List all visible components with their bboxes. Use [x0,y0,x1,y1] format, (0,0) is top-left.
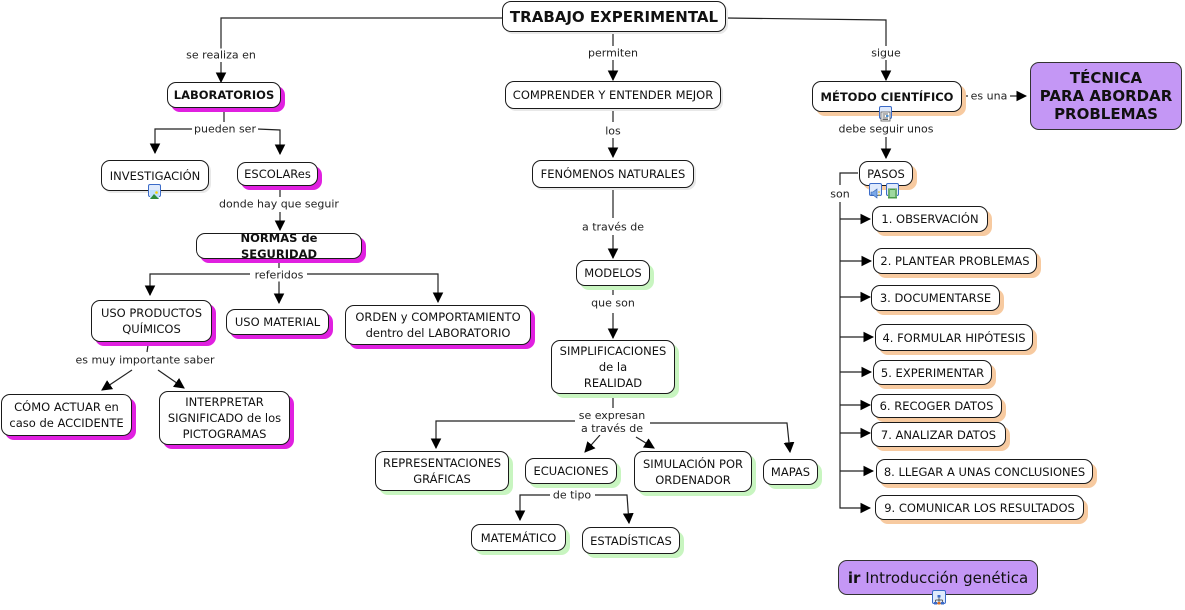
node-comprender[interactable]: COMPRENDER Y ENTENDER MEJOR [505,81,721,109]
image-icon[interactable] [148,184,161,199]
node-simplificaciones[interactable]: SIMPLIFICACIONES de la REALIDAD [551,340,675,394]
link-permiten: permiten [586,46,640,60]
node-simulacion-ordenador[interactable]: SIMULACIÓN POR ORDENADOR [634,451,752,492]
link-los: los [603,124,623,138]
video-icon[interactable] [886,183,899,199]
link-que-son: que son [589,296,637,310]
node-trabajo-experimental[interactable]: TRABAJO EXPERIMENTAL [502,1,726,32]
node-tecnica-abordar-problemas[interactable]: TÉCNICA PARA ABORDAR PROBLEMAS [1030,62,1182,130]
link-a-traves-de: a través de [579,220,647,234]
document-icon[interactable] [879,106,892,122]
node-estadisticas[interactable]: ESTADÍSTICAS [582,527,680,554]
ir-prefix: ir [847,568,861,587]
link-referidos: referidos [252,268,306,282]
link-sigue: sigue [869,46,903,60]
node-laboratorios[interactable]: LABORATORIOS [167,82,281,108]
link-son: son [828,187,852,201]
node-interpretar-pictogramas[interactable]: INTERPRETAR SIGNIFICADO de los PICTOGRAM… [159,391,290,445]
node-modelos[interactable]: MODELOS [576,260,650,286]
step-9-comunicar-resultados[interactable]: 9. COMUNICAR LOS RESULTADOS [875,495,1084,520]
node-fenomenos-naturales[interactable]: FENÓMENOS NATURALES [532,160,694,188]
step-7-analizar-datos[interactable]: 7. ANALIZAR DATOS [871,422,1006,447]
node-como-actuar[interactable]: CÓMO ACTUAR en caso de ACCIDENTE [1,394,132,436]
node-matematico[interactable]: MATEMÁTICO [471,524,566,551]
audio-icon[interactable] [869,183,882,199]
node-normas-seguridad[interactable]: NORMAS de SEGURIDAD [196,231,362,261]
edge-root-metodo [725,17,887,46]
node-orden-comportamiento[interactable]: ORDEN y COMPORTAMIENTO dentro del LABORA… [345,305,531,345]
link-de-tipo: de tipo [550,488,594,502]
node-uso-productos-quimicos[interactable]: USO PRODUCTOS QUÍMICOS [91,300,212,342]
ir-link-text: Introducción genética [865,568,1029,587]
link-es-una: es una [968,89,1010,103]
node-mapas[interactable]: MAPAS [763,459,818,485]
link-donde-hay: donde hay que seguir [217,197,341,211]
node-pasos[interactable]: PASOS [859,161,913,186]
link-pueden-ser: pueden ser [192,122,258,136]
node-escolares[interactable]: ESCOLARes [237,162,318,186]
step-2-plantear-problemas[interactable]: 2. PLANTEAR PROBLEMAS [873,248,1037,274]
link-se-realiza-en: se realiza en [184,48,258,62]
step-1-observacion[interactable]: 1. OBSERVACIÓN [872,206,988,232]
concept-map-icon[interactable] [932,590,946,605]
step-8-llegar-conclusiones[interactable]: 8. LLEGAR A UNAS CONCLUSIONES [876,459,1093,484]
link-debe-seguir: debe seguir unos [836,122,936,136]
node-representaciones-graficas[interactable]: REPRESENTACIONES GRÁFICAS [375,451,509,491]
step-4-formular-hipotesis[interactable]: 4. FORMULAR HIPÓTESIS [875,324,1033,351]
edge-root-laboratorios [220,17,502,50]
link-es-muy-importante: es muy importante saber [73,353,217,367]
step-6-recoger-datos[interactable]: 6. RECOGER DATOS [871,394,1002,418]
step-3-documentarse[interactable]: 3. DOCUMENTARSE [871,285,1000,311]
node-uso-material[interactable]: USO MATERIAL [226,309,329,335]
link-se-expresan: se expresan a través de [576,409,648,435]
node-ecuaciones[interactable]: ECUACIONES [525,458,617,484]
step-5-experimentar[interactable]: 5. EXPERIMENTAR [873,360,992,385]
